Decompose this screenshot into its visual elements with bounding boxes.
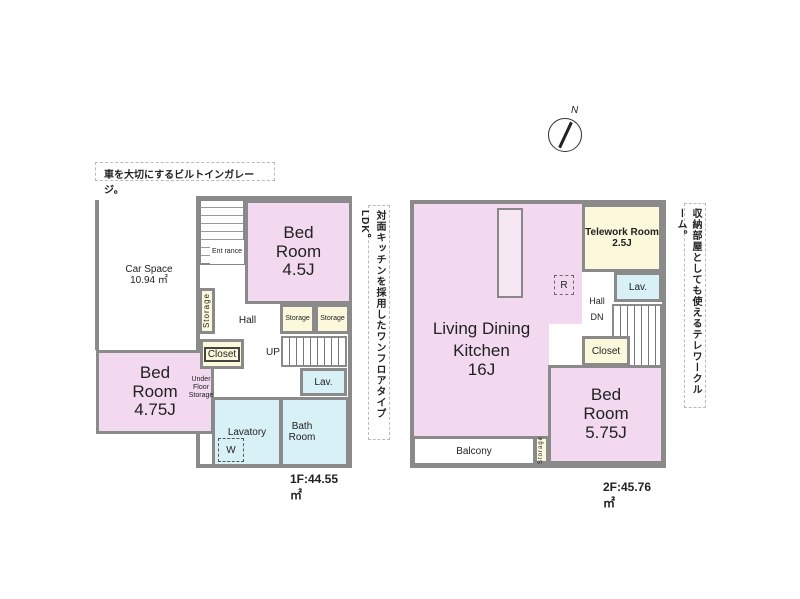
north-label: N	[571, 105, 579, 116]
car-space: Car Space 10.94 ㎡	[125, 264, 173, 286]
living-dining-kitchen: Living Dining Kitchen 16J	[414, 260, 549, 438]
entrance: Ent rance	[210, 240, 244, 264]
storage-2: Storage	[315, 304, 350, 334]
storage-side: Storage	[199, 288, 215, 334]
telework-room: Telework Room 2.5J	[582, 204, 662, 272]
balcony: Balcony	[412, 436, 536, 466]
bed-room-4-5j: Bed Room 4.5J	[245, 200, 352, 304]
under-floor-storage: Under Floor Storage	[188, 376, 214, 399]
lav-1f: Lav.	[300, 368, 347, 396]
garage-callout: 車を大切にするビルトインガレージ。	[95, 162, 275, 196]
fridge: R	[554, 275, 574, 295]
lav-2f: Lav.	[614, 272, 662, 302]
hall-2f: Hall DN	[589, 296, 605, 322]
washer-space: W	[218, 438, 244, 462]
floor2-outer-wall	[410, 200, 666, 468]
floor1-area-label: 1F:44.55㎡	[290, 472, 339, 502]
hall-1f: Hall	[238, 314, 257, 326]
ldk-callout: 対面キッチンを採用したワンフロアタイプLDK。	[359, 205, 390, 440]
closet-2f: Closet	[582, 336, 630, 366]
floor2-area-label: 2F:45.76㎡	[603, 480, 652, 510]
telework-callout: 収納部屋としても使えるテレワークルーム。	[675, 203, 706, 408]
bath-room: Bath Room	[280, 397, 349, 467]
bed-room-4-75j: Bed Room 4.75J	[96, 350, 214, 434]
kitchen-counter	[497, 208, 523, 298]
closet-1f: Closet	[200, 339, 244, 369]
storage-2f: Storage	[534, 436, 549, 464]
north-compass-icon: N	[548, 105, 582, 152]
bed-room-5-75j: Bed Room 5.75J	[548, 365, 664, 464]
stairs-up-label: UP	[266, 347, 280, 358]
storage-1: Storage	[280, 304, 315, 334]
stairs-up	[281, 336, 347, 367]
